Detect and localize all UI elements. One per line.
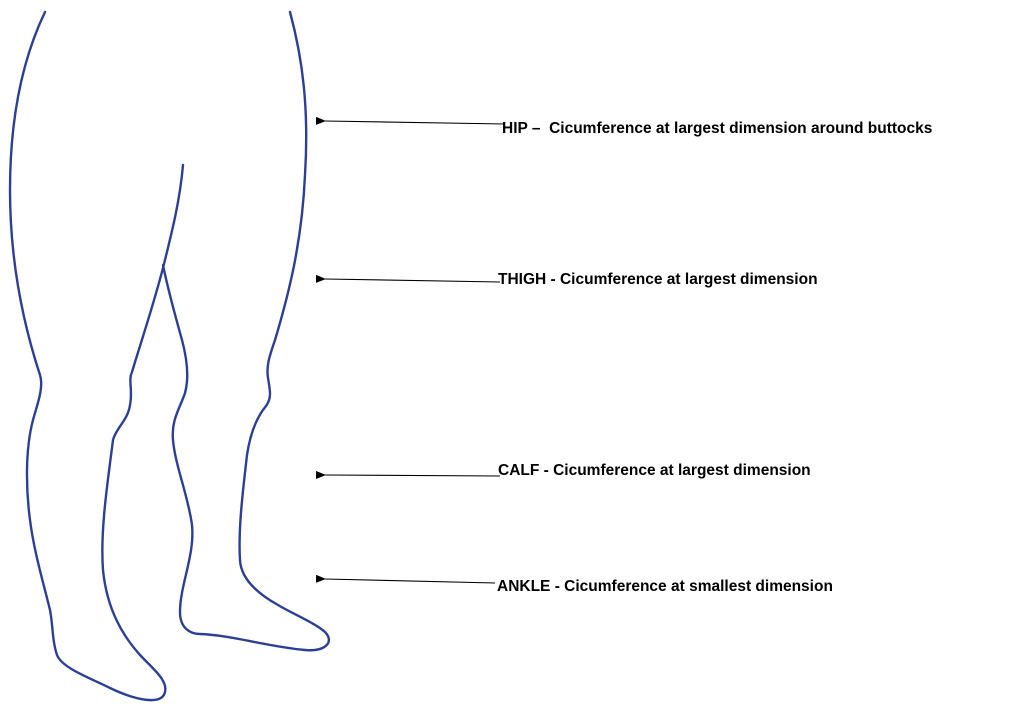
leg-outline-group [10, 12, 329, 700]
hip-pointer-arrow [325, 121, 505, 124]
left-leg-outline [10, 12, 183, 700]
ankle-label: ANKLE - Cicumference at smallest dimensi… [497, 579, 833, 595]
thigh-pointer-arrow [325, 279, 500, 282]
hip-label: HIP – Cicumference at largest dimension … [502, 121, 932, 137]
ankle-pointer-arrow [325, 579, 495, 583]
thigh-label: THIGH - Cicumference at largest dimensio… [498, 272, 818, 288]
calf-label: CALF - Cicumference at largest dimension [498, 463, 811, 479]
right-leg-outline [163, 12, 329, 650]
calf-pointer-arrow [325, 475, 500, 476]
